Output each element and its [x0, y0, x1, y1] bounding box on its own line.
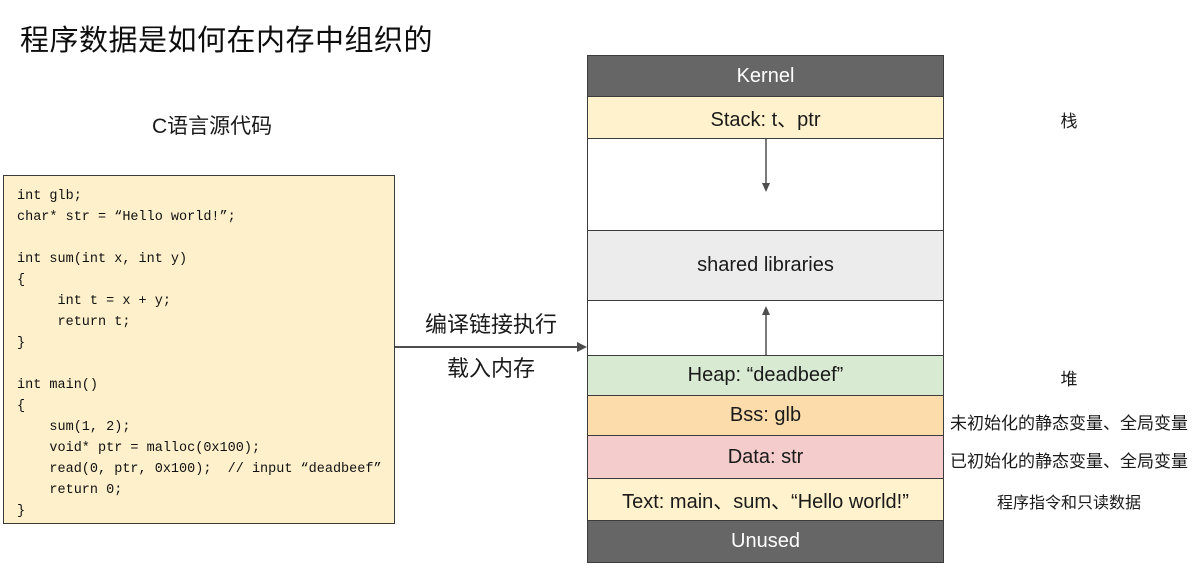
- compile-link-run-label: 编译链接执行: [424, 312, 557, 337]
- memory-row-unused: Unused: [588, 521, 943, 562]
- memory-row-text: Text: main、sum、“Hello world!”: [588, 479, 943, 521]
- source-code-label: C语言源代码: [152, 115, 273, 138]
- bss-note-annotation: 未初始化的静态变量、全局变量: [950, 414, 1188, 433]
- compile-arrow: [395, 340, 587, 359]
- stack-growth-down-arrow-icon: [761, 139, 770, 192]
- heap-cn-annotation: 堆: [1060, 370, 1078, 389]
- memory-row-kernel: Kernel: [588, 56, 943, 97]
- page-title: 程序数据是如何在内存中组织的: [20, 25, 434, 57]
- text-note-annotation: 程序指令和只读数据: [996, 495, 1141, 512]
- memory-row-shared-libraries: shared libraries: [588, 231, 943, 301]
- memory-row-stack: Stack: t、ptr: [588, 97, 943, 139]
- memory-row-bss: Bss: glb: [588, 396, 943, 436]
- stack-cn-annotation: 栈: [1060, 112, 1078, 131]
- load-into-memory-label: 载入内存: [446, 356, 535, 381]
- memory-row-stack-growth-region: [588, 139, 943, 231]
- memory-row-data: Data: str: [588, 436, 943, 479]
- memory-layout-diagram: Kernel Stack: t、ptr shared libraries Hea…: [587, 55, 944, 563]
- c-source-code-block: int glb; char* str = “Hello world!”; int…: [3, 175, 395, 524]
- right-arrow-icon: [395, 342, 587, 352]
- memory-row-heap-growth-region: [588, 301, 943, 356]
- data-note-annotation: 已初始化的静态变量、全局变量: [950, 452, 1188, 471]
- heap-growth-up-arrow-icon: [761, 306, 770, 355]
- memory-row-heap: Heap: “deadbeef”: [588, 356, 943, 396]
